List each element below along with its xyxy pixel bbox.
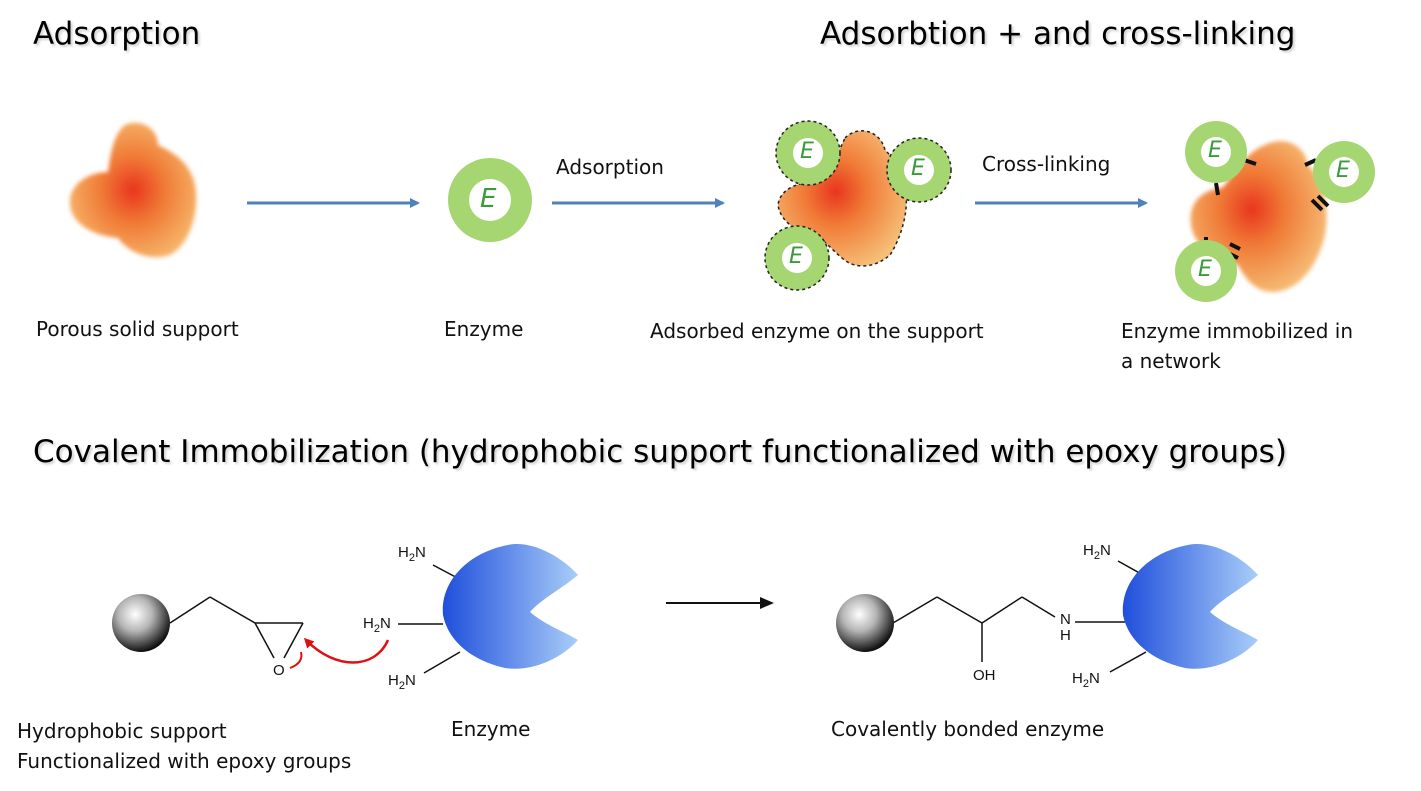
label-covalent-enzyme: Covalently bonded enzyme: [831, 717, 1105, 741]
blue-enzyme-right: [1122, 544, 1258, 669]
enzyme-icon: [448, 158, 532, 242]
amine-label: H2N: [363, 615, 391, 635]
title-adsorption: Adsorption: [33, 16, 201, 52]
blue-enzyme-left: [398, 544, 578, 674]
title-adsorption-crosslinking: Adsorbtion + and cross-linking: [820, 16, 1296, 52]
amine-label: H2N: [1083, 542, 1111, 562]
title-covalent: Covalent Immobilization (hydrophobic sup…: [33, 434, 1287, 470]
porous-support-shape: [69, 122, 197, 258]
hydroxyl-label: OH: [973, 667, 996, 684]
covalent-product-structure: [892, 560, 1153, 673]
label-functionalized: Functionalized with epoxy groups: [17, 749, 352, 773]
enzyme-letter: E: [911, 156, 925, 181]
enzyme-letter: E: [1208, 138, 1222, 163]
label-arrow-crosslinking: Cross-linking: [982, 152, 1111, 176]
amine-label: H2N: [388, 672, 416, 692]
amine-label: H2N: [1072, 670, 1100, 690]
enzyme-letter: E: [480, 184, 497, 214]
network-enzyme-icon: [1175, 121, 1375, 302]
label-immobilized-line1: Enzyme immobilized in: [1121, 319, 1354, 343]
label-enzyme-top: Enzyme: [444, 317, 524, 341]
enzyme-letter: E: [800, 139, 814, 164]
support-sphere-left: [112, 594, 170, 652]
label-arrow-adsorption: Adsorption: [556, 155, 664, 179]
label-hydrophobic-support: Hydrophobic support: [17, 719, 227, 743]
epoxy-support-structure: [169, 596, 304, 659]
enzyme-letter: E: [1198, 257, 1212, 282]
nh-n-label: N: [1060, 611, 1071, 628]
label-immobilized-line2: a network: [1121, 349, 1221, 373]
nh-h-label: H: [1060, 627, 1071, 644]
adsorbed-enzyme-icon: [764, 120, 952, 291]
enzyme-letter: E: [789, 244, 803, 269]
epoxide-oxygen-label: O: [273, 662, 285, 679]
label-porous-support: Porous solid support: [36, 317, 239, 341]
nucleophilic-attack-arrow: [303, 637, 390, 664]
label-adsorbed-enzyme: Adsorbed enzyme on the support: [650, 319, 984, 343]
support-sphere-right: [836, 594, 894, 652]
amine-label: H2N: [398, 544, 426, 564]
label-enzyme-bottom: Enzyme: [451, 717, 531, 741]
enzyme-letter: E: [1336, 158, 1350, 183]
